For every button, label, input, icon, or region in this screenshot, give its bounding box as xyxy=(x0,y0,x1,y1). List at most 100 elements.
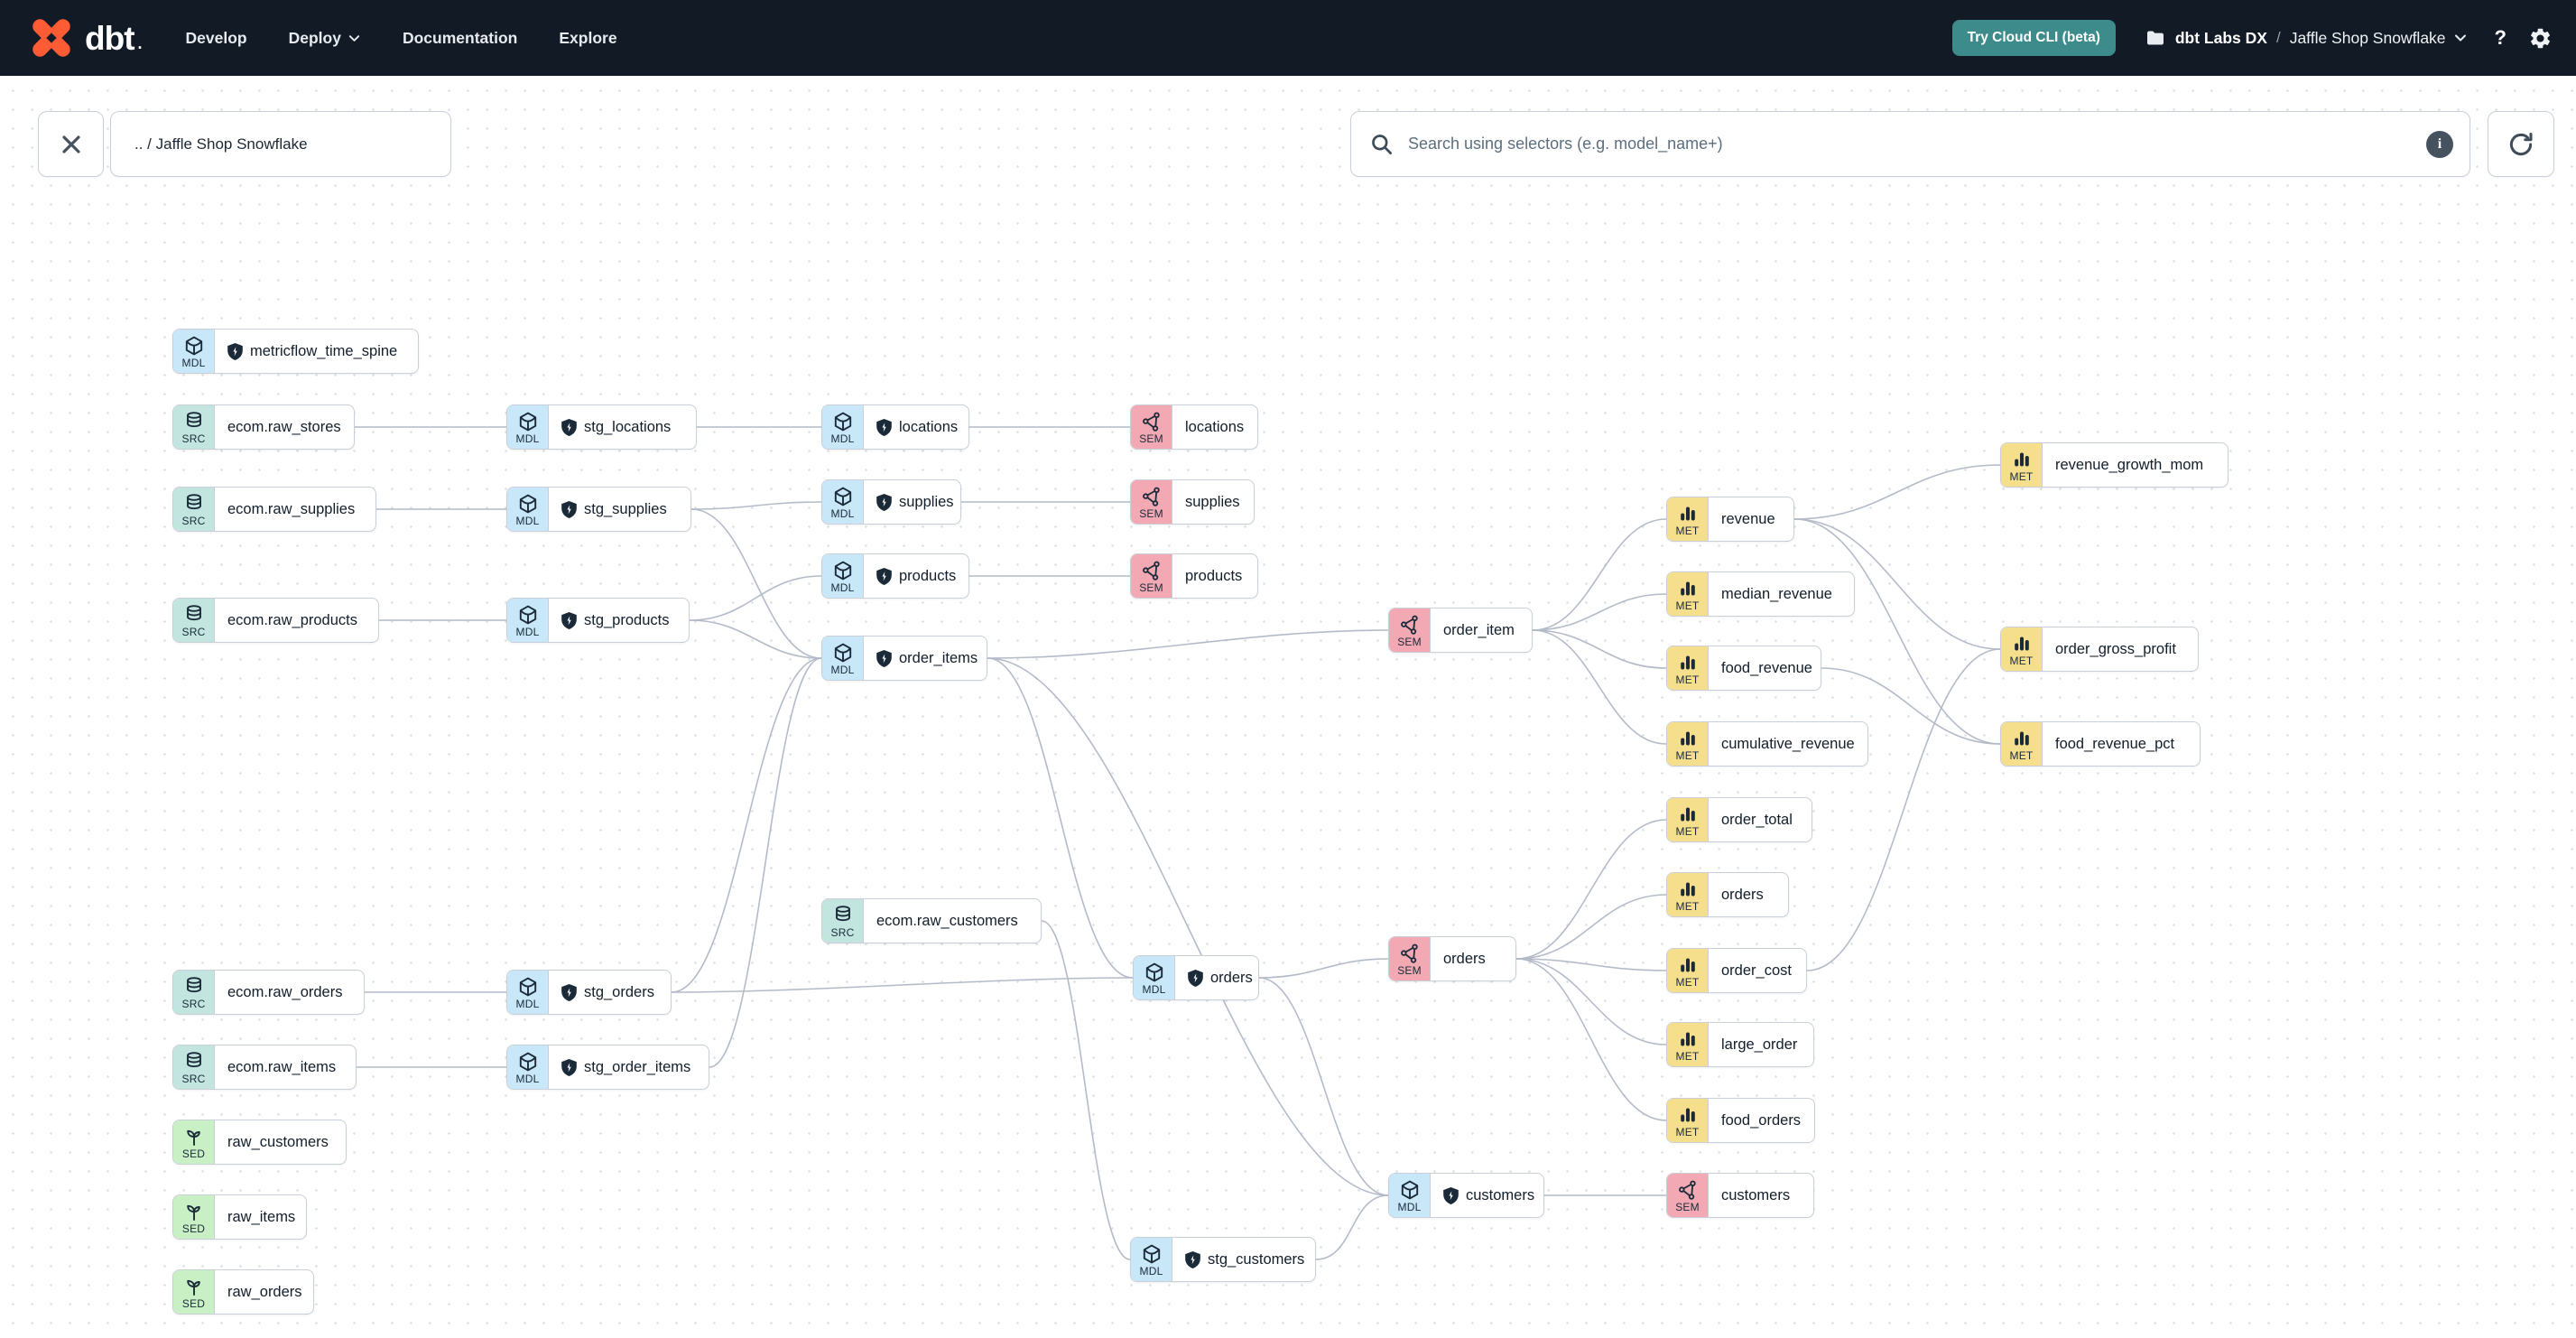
breadcrumb-separator: / xyxy=(2275,29,2281,46)
node-type-label: MDL xyxy=(515,997,540,1010)
node-type-label: MET xyxy=(2009,469,2034,483)
node-label: ecom.raw_orders xyxy=(227,983,343,1000)
dbt-logo[interactable]: dbt . xyxy=(31,17,143,59)
node-type-label: MET xyxy=(1675,524,1700,537)
node-type-label: MET xyxy=(2009,654,2034,667)
graph-node[interactable]: MET revenue xyxy=(1666,497,1794,542)
node-label: order_cost xyxy=(1721,962,1792,979)
help-icon[interactable]: ? xyxy=(2494,26,2507,49)
node-label: locations xyxy=(1185,418,1245,435)
node-type-label: SEM xyxy=(1397,635,1422,648)
node-type-badge: SEM xyxy=(1667,1174,1709,1217)
nav-item-documentation[interactable]: Documentation xyxy=(403,29,517,48)
nav-right-cluster: Try Cloud CLI (beta) dbt Labs DX / Jaffl… xyxy=(1951,20,2553,56)
node-type-badge: SRC xyxy=(173,405,215,449)
node-body: order_cost xyxy=(1709,949,1804,992)
metric-chart-icon xyxy=(2014,636,2029,651)
project-breadcrumb: dbt Labs DX / Jaffle Shop Snowflake xyxy=(2145,27,2468,49)
node-body: raw_customers xyxy=(215,1120,341,1164)
settings-gear-icon[interactable] xyxy=(2528,26,2553,51)
node-type-badge: SRC xyxy=(173,1045,215,1089)
node-body: stg_locations xyxy=(549,405,683,449)
node-label: order_item xyxy=(1443,621,1515,638)
shield-icon xyxy=(876,649,892,667)
chevron-down-icon xyxy=(2454,34,2466,42)
breadcrumb-project-select[interactable]: Jaffle Shop Snowflake xyxy=(2290,29,2468,48)
shield-icon xyxy=(561,1058,577,1076)
model-cube-icon xyxy=(1143,1244,1160,1264)
nav-item-develop[interactable]: Develop xyxy=(186,29,247,48)
node-type-label: MET xyxy=(1675,599,1700,612)
node-type-label: MDL xyxy=(830,663,855,676)
node-label: revenue xyxy=(1721,510,1775,527)
metric-chart-icon xyxy=(1680,506,1695,521)
close-lineage-button[interactable] xyxy=(38,111,104,177)
node-label: products xyxy=(1185,567,1243,584)
nav-item-explore[interactable]: Explore xyxy=(559,29,616,48)
node-label: stg_order_items xyxy=(584,1058,691,1075)
node-type-label: MDL xyxy=(830,506,855,520)
node-body: orders xyxy=(1709,873,1776,916)
edge xyxy=(1258,977,1389,1196)
refresh-button[interactable] xyxy=(2488,111,2554,177)
node-type-label: SED xyxy=(181,1222,206,1235)
node-body: stg_supplies xyxy=(549,488,680,531)
graph-node[interactable]: SEM order_item xyxy=(1388,608,1533,653)
nav-item-label: Documentation xyxy=(402,28,518,47)
seed-sprout-icon xyxy=(186,1279,200,1296)
selector-search-bar[interactable]: i xyxy=(1350,111,2470,177)
info-icon[interactable]: i xyxy=(2426,130,2453,158)
nav-item-deploy[interactable]: Deploy xyxy=(289,29,361,48)
model-cube-icon xyxy=(185,336,202,356)
node-type-label: SRC xyxy=(830,925,855,939)
breadcrumb-account[interactable]: dbt Labs DX xyxy=(2174,28,2267,47)
lineage-canvas[interactable]: .. / Jaffle Shop Snowflake i MDLmetricfl… xyxy=(0,76,2576,1338)
model-cube-icon xyxy=(834,487,851,506)
node-body: ecom.raw_stores xyxy=(215,405,354,449)
edge xyxy=(690,501,822,510)
try-cloud-cli-button[interactable]: Try Cloud CLI (beta) xyxy=(1951,20,2116,56)
metric-chart-icon xyxy=(2014,731,2029,746)
lineage-breadcrumb[interactable]: .. / Jaffle Shop Snowflake xyxy=(110,111,451,177)
search-input[interactable] xyxy=(1406,134,2426,154)
